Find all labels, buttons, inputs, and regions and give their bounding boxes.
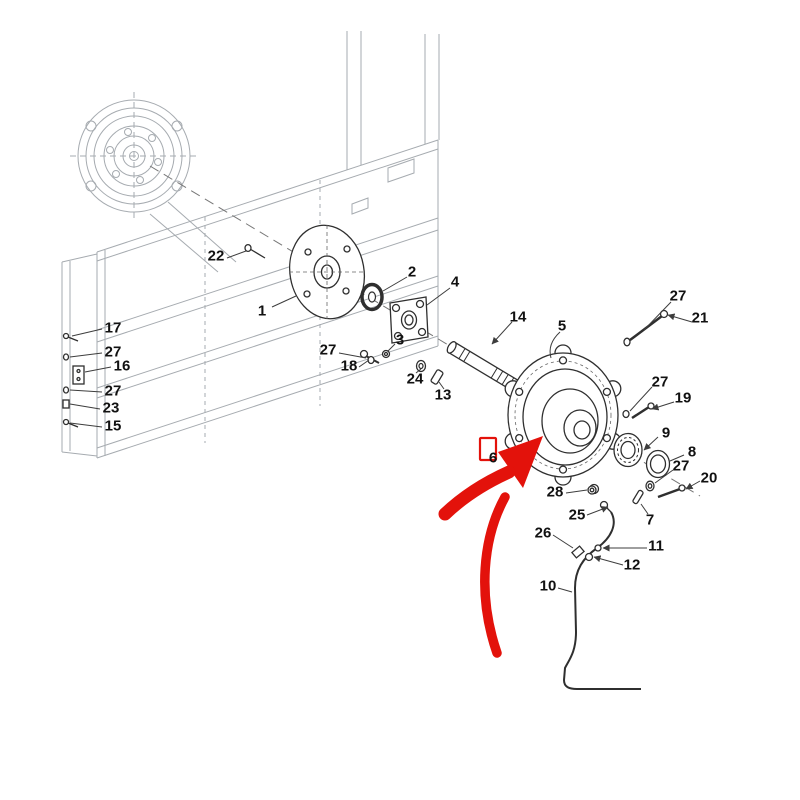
part-26-clamp [571, 545, 585, 559]
part-20-bolt [657, 484, 686, 499]
part-7-pin [632, 489, 644, 505]
flywheel-assembly [70, 92, 198, 220]
part-2-bearing [360, 282, 384, 312]
part-8-seal [645, 449, 671, 479]
part-28-plug [587, 485, 597, 495]
leader-lines [69, 250, 701, 593]
left-frame-fasteners [62, 332, 85, 428]
part-27-washer-lower-right [645, 480, 655, 492]
red-arrow-hook [438, 465, 516, 521]
red-highlight-box [478, 436, 498, 462]
part-10-hose [562, 511, 641, 690]
part-12-grommet [584, 552, 594, 562]
red-arrow-head [498, 436, 543, 488]
part-25-fitting [599, 500, 612, 513]
part-1-drive-disc [289, 224, 365, 320]
part-22-bolt [244, 243, 266, 259]
part-9-bearing [613, 432, 643, 468]
part-4-flange-coupling [389, 296, 429, 344]
part-19-bolt-and-washer [622, 402, 655, 420]
red-arrow-tail [480, 492, 510, 658]
frame-structure [61, 31, 440, 459]
exploded-parts [62, 224, 686, 690]
red-annotation [438, 436, 543, 658]
part-11-clip [594, 544, 602, 552]
